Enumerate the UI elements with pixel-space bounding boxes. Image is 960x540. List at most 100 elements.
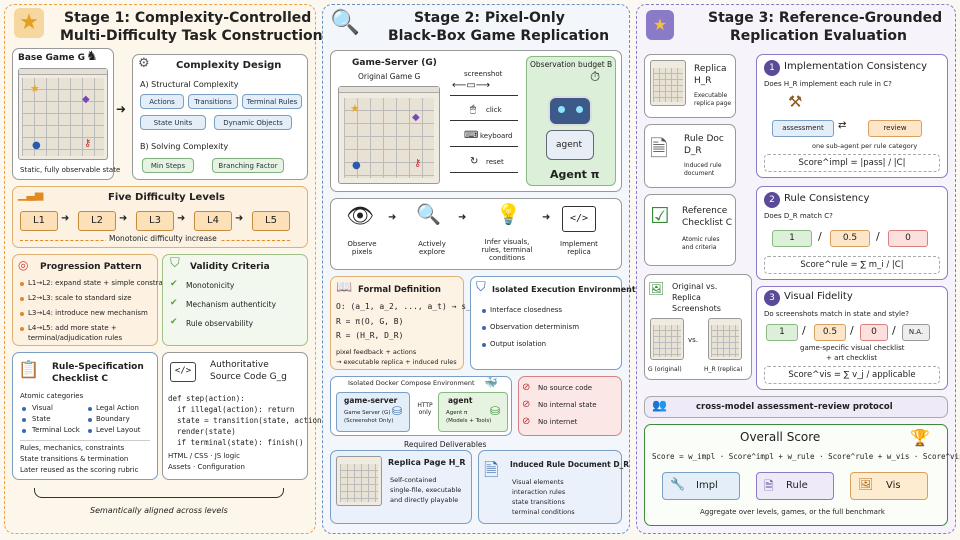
rule-button-label: Rule <box>786 480 808 491</box>
formula-3: R = (H_R, D_R) <box>336 331 404 340</box>
input-check-1: Reference <box>682 206 728 216</box>
formal-card <box>330 276 464 370</box>
shield-check-icon: ⛉ <box>170 256 180 271</box>
code-footer-2: Assets · Configuration <box>168 463 245 471</box>
impl-title: Implementation Consistency <box>784 61 928 72</box>
induced-deliverable-card <box>478 450 622 524</box>
impl-button[interactable] <box>662 472 740 500</box>
code-window-icon: </> <box>562 206 596 232</box>
server-sub: Original Game G <box>358 72 421 81</box>
robot-eye <box>558 106 565 113</box>
vis-button[interactable] <box>850 472 928 500</box>
input-ruledoc-sub-1: Induced rule <box>684 162 722 169</box>
dot <box>482 343 486 347</box>
screens-3: Screenshots <box>672 304 721 313</box>
lvl-arrow-4: ➜ <box>235 213 244 224</box>
checklist-card <box>12 352 158 480</box>
vis-button-label: Vis <box>886 480 901 491</box>
aligned-label: Semantically aligned across levels <box>90 506 228 515</box>
wrench-icon: 🔧 <box>670 477 685 491</box>
arrow-right: ➜ <box>116 102 127 116</box>
base-game-label: Base Game G <box>18 53 85 63</box>
agent-mini-box <box>438 392 508 432</box>
shield-check-icon: ⛉ <box>476 280 486 295</box>
induced-desc-3: state transitions <box>512 498 565 506</box>
input-check-2: Checklist C <box>682 218 733 228</box>
agent-name: Agent π <box>550 168 600 181</box>
level-5: L5 <box>252 211 290 231</box>
screenshot-arrow: ⟵▭⟶ <box>452 80 491 91</box>
action-screenshot: screenshot <box>464 70 503 78</box>
check-icon: ✔ <box>170 298 178 308</box>
chip-actions: Actions <box>140 94 184 109</box>
formal-note-1: pixel feedback + actions <box>336 348 417 356</box>
cat-visual: Visual <box>32 404 53 412</box>
stage1-title-1: Stage 1: Complexity-Controlled <box>64 10 312 26</box>
stage3-title-2: Replication Evaluation <box>730 28 908 44</box>
input-replica-2: H_R <box>694 76 712 86</box>
code-line-3: state = transition(state, action) <box>168 416 327 425</box>
subagent-note: one sub-agent per rule category <box>812 142 918 150</box>
dot <box>22 429 26 433</box>
gear-icon: ⚙ <box>138 56 150 71</box>
rule-title: Rule Consistency <box>784 193 870 204</box>
step-infer: Infer visuals, rules, terminal condition… <box>481 238 533 262</box>
impl-question: Does H_R implement each rule in C? <box>764 80 892 88</box>
level-1: L1 <box>20 211 58 231</box>
validity-1: Monotonicity <box>186 281 235 290</box>
target-icon: ◎ <box>18 258 29 272</box>
check-icon: ✔ <box>170 317 178 327</box>
arrow-line-3 <box>450 146 518 147</box>
action-keyboard: keyboard <box>480 132 513 140</box>
image-icon: 🖼 <box>648 282 665 297</box>
step-arrow: ➜ <box>458 212 467 223</box>
step-implement: Implement replica <box>560 240 598 256</box>
rule-sep-1: / <box>818 230 822 243</box>
aligned-brace <box>34 488 284 498</box>
rule-question: Does D_R match C? <box>764 212 833 220</box>
no-access-card <box>518 376 622 436</box>
rule-button[interactable] <box>756 472 834 500</box>
budget-label: Observation budget B <box>530 60 613 69</box>
source-card <box>162 352 308 480</box>
progression-5: terminal/adjudication rules <box>28 334 123 342</box>
dot <box>20 312 24 316</box>
code-line-2: if illegal(action): return <box>168 405 295 414</box>
cat-boundary: Boundary <box>96 415 130 423</box>
dot <box>20 282 24 286</box>
input-ruledoc-sub-2: document <box>684 170 715 177</box>
dot <box>20 327 24 331</box>
input-replica-1: Replica <box>694 64 727 74</box>
no-source: No source code <box>538 384 593 392</box>
ban-icon: ⊘ <box>522 416 531 427</box>
document-icon: 🗎 <box>764 479 774 493</box>
gs-sub-1: Game Server (G) <box>344 410 391 416</box>
validity-2: Mechanism authenticity <box>186 300 277 309</box>
rule-sep-2: / <box>876 230 880 243</box>
book-icon: 📖 <box>336 280 353 295</box>
board-titlebar <box>19 69 107 75</box>
agent-box <box>526 56 616 186</box>
checklist-note-1: Rules, mechanics, constraints <box>20 444 125 452</box>
code-icon: </> <box>170 362 196 382</box>
key-icon: ⚷ <box>84 138 92 149</box>
step-arrow: ➜ <box>388 212 397 223</box>
assessment-chip: assessment <box>772 120 834 137</box>
deliverables-label: Required Deliverables <box>404 440 487 449</box>
vis-val-1: 1 <box>766 324 798 341</box>
dot <box>22 407 26 411</box>
chip-transitions: Transitions <box>188 94 238 109</box>
stage1-title-2: Multi-Difficulty Task Construction <box>60 28 323 44</box>
formula-1: O: (a_1, a_2, ..., a_t) → s_t <box>336 302 476 311</box>
no-internal: No internal state <box>538 401 597 409</box>
screens-h-replica: H_R (replica) <box>704 366 743 373</box>
robot-head <box>548 96 592 126</box>
game-server-box <box>336 392 410 432</box>
database-icon: ⛁ <box>392 404 403 418</box>
checklist-divider <box>20 440 150 441</box>
replica-desc-1: Self-contained <box>390 476 437 484</box>
http-label: HTTP only <box>417 402 433 416</box>
input-checklist-card <box>644 194 736 266</box>
vis-val-4: N.A. <box>902 324 930 341</box>
vis-sep-2: / <box>850 324 854 337</box>
